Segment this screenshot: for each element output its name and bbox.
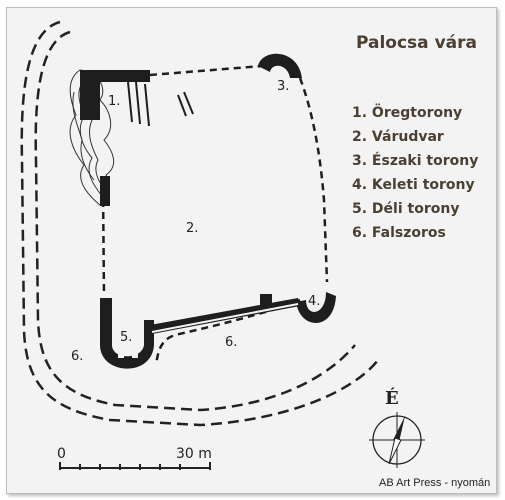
- legend-item-3: 3. Északi torony: [352, 153, 479, 169]
- label-keep: 1.: [108, 94, 121, 109]
- inner-rampart-line: [34, 30, 356, 412]
- keep-tower: [80, 70, 150, 120]
- legend: 1. Öregtorony 2. Várudvar 3. Északi toro…: [352, 101, 478, 245]
- map-title: Palocsa vára: [356, 33, 477, 53]
- keep-inner-walls: [127, 81, 194, 127]
- south-tower: [100, 298, 154, 369]
- label-north-tower: 3.: [277, 79, 290, 94]
- south-tower-openings: [118, 352, 138, 358]
- north-arrow-icon: [369, 412, 425, 468]
- label-outer-ward-south: 6.: [225, 335, 238, 350]
- north-label: É: [385, 388, 399, 409]
- label-courtyard: 2.: [186, 221, 199, 236]
- legend-item-2: 2. Várudvar: [352, 129, 444, 145]
- credit-text: AB Art Press - nyomán: [379, 477, 491, 489]
- scale-end-label: 30 m: [176, 446, 212, 462]
- legend-item-1: 1. Öregtorony: [352, 105, 463, 121]
- scale-start-label: 0: [57, 446, 66, 462]
- south-curtain-inner: [151, 303, 299, 333]
- label-south-tower: 5.: [120, 330, 133, 345]
- east-gate-block: [260, 294, 272, 306]
- legend-item-6: 6. Falszoros: [352, 225, 446, 241]
- scale-bar: [59, 462, 211, 470]
- label-east-tower: 4.: [308, 294, 321, 309]
- north-tower: [258, 53, 302, 78]
- label-outer-ward-west: 6.: [71, 349, 84, 364]
- east-tower: [296, 292, 336, 324]
- legend-item-4: 4. Keleti torony: [352, 177, 475, 193]
- legend-item-5: 5. Déli torony: [352, 201, 460, 217]
- west-wall-block: [100, 176, 110, 206]
- outer-rampart-line: [20, 20, 379, 427]
